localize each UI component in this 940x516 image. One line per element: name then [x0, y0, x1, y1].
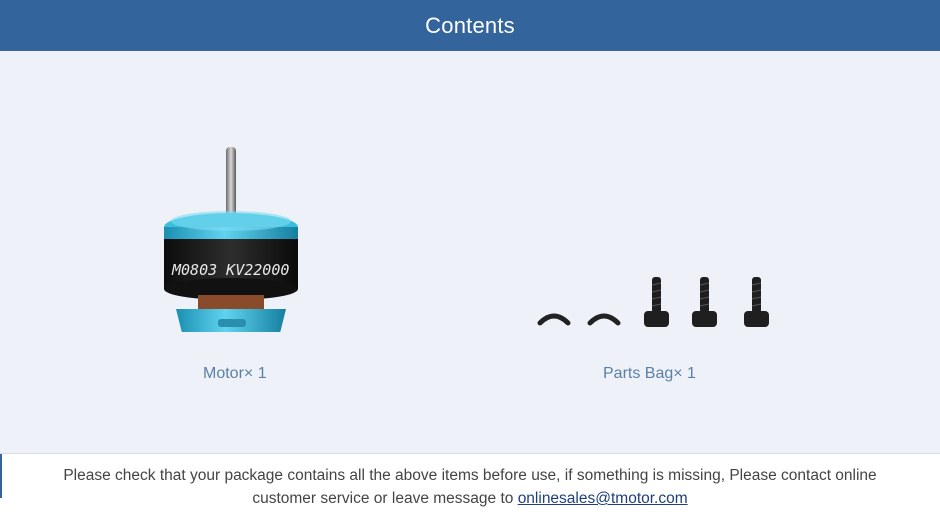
footer-line-2: customer service or leave message to onl… [0, 487, 940, 510]
page-title: Contents [425, 12, 515, 38]
header-bar: Contents [0, 0, 940, 51]
parts-bag-icon [537, 277, 769, 327]
motor-label-text: M0803 KV22000 [171, 261, 289, 279]
footer-line-1: Please check that your package contains … [63, 467, 877, 484]
parts-bag-caption: Parts Bag× 1 [603, 365, 696, 382]
footer-notice: Please check that your package contains … [0, 453, 940, 516]
footer-line-2-text: customer service or leave message to [252, 490, 518, 507]
email-link[interactable]: onlinesales@tmotor.com [517, 490, 688, 507]
motor-caption: Motor× 1 [203, 365, 267, 382]
footer-accent-bar [0, 454, 2, 498]
contents-panel: M0803 KV22000 Motor× 1 Parts Bag× 1 [0, 51, 940, 453]
motor-icon: M0803 KV22000 [164, 147, 298, 332]
